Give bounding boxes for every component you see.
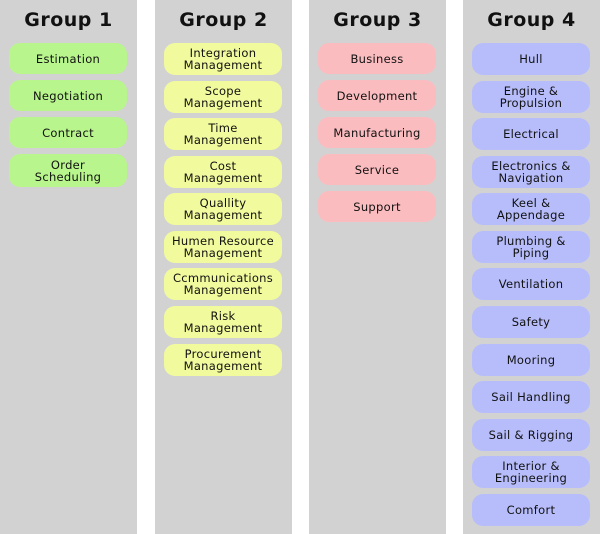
group-3-column: Group 3 Business Development Manufacturi… xyxy=(309,0,446,534)
group-3-item-service: Service xyxy=(318,154,436,185)
group-4-item-hull: Hull xyxy=(472,43,590,75)
group-1-item-negotiation: Negotiation xyxy=(9,80,127,111)
group-4-item-mooring: Mooring xyxy=(472,344,590,376)
group-4-title: Group 4 xyxy=(487,9,576,31)
group-2-item-quality-management: Quallity Management xyxy=(164,193,282,225)
group-2-item-procurement-management: Procurement Management xyxy=(164,344,282,376)
group-4-item-plumbing-piping: Plumbing & Piping xyxy=(472,231,590,263)
group-4-item-comfort: Comfort xyxy=(472,494,590,526)
group-2-item-cost-management: Cost Management xyxy=(164,156,282,188)
group-3-title: Group 3 xyxy=(333,9,422,31)
group-4-item-keel-appendage: Keel & Appendage xyxy=(472,193,590,225)
group-4-item-ventilation: Ventilation xyxy=(472,268,590,300)
group-4-item-sail-rigging: Sail & Rigging xyxy=(472,419,590,451)
group-4-column: Group 4 Hull Engine & Propulsion Electri… xyxy=(463,0,600,534)
group-2-item-scope-management: Scope Management xyxy=(164,81,282,113)
group-4-item-electronics-navigation: Electronics & Navigation xyxy=(472,156,590,188)
group-2-item-communications-management: Ccmmunications Management xyxy=(164,268,282,300)
group-1-item-estimation: Estimation xyxy=(9,43,127,74)
group-4-item-interior-engineering: Interior & Engineering xyxy=(472,456,590,488)
group-2-column: Group 2 Integration Management Scope Man… xyxy=(155,0,292,534)
group-4-item-safety: Safety xyxy=(472,306,590,338)
group-2-item-human-resource-management: Humen Resource Management xyxy=(164,231,282,263)
group-1-item-contract: Contract xyxy=(9,117,127,148)
group-3-item-business: Business xyxy=(318,43,436,74)
group-4-item-sail-handling: Sail Handling xyxy=(472,381,590,413)
group-1-title: Group 1 xyxy=(24,9,113,31)
group-4-item-engine-propulsion: Engine & Propulsion xyxy=(472,81,590,113)
group-2-title: Group 2 xyxy=(179,9,268,31)
group-1-column: Group 1 Estimation Negotiation Contract … xyxy=(0,0,137,534)
group-4-item-electrical: Electrical xyxy=(472,118,590,150)
group-3-item-development: Development xyxy=(318,80,436,111)
group-2-item-risk-management: Risk Management xyxy=(164,306,282,338)
group-3-item-manufacturing: Manufacturing xyxy=(318,117,436,148)
group-3-item-support: Support xyxy=(318,191,436,222)
group-1-item-order-scheduling: Order Scheduling xyxy=(9,154,127,187)
group-2-item-time-management: Time Management xyxy=(164,118,282,150)
group-2-item-integration-management: Integration Management xyxy=(164,43,282,75)
